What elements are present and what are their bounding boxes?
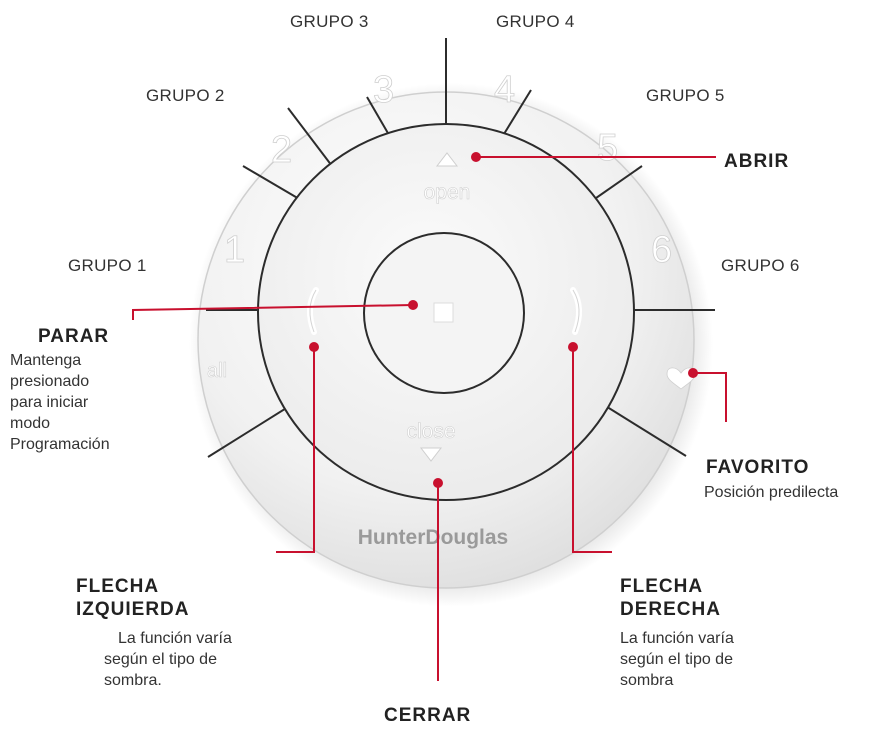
group-button-4[interactable]: 4: [494, 69, 516, 112]
parar-desc-line: modo: [10, 415, 51, 432]
parar-desc-line: Programación: [10, 436, 110, 453]
parar-desc-line: para iniciar: [10, 394, 89, 411]
group-button-1[interactable]: 1: [224, 229, 246, 272]
label-grupo-4: GRUPO 4: [496, 12, 575, 31]
close-arrow-icon[interactable]: [419, 447, 443, 462]
parar-desc-line: presionado: [10, 373, 90, 390]
flecha-derecha-desc-line: según el tipo de: [620, 651, 733, 668]
label-grupo-5: GRUPO 5: [646, 86, 725, 105]
callout-abrir-title: ABRIR: [724, 151, 790, 172]
flecha-izquierda-title-line: IZQUIERDA: [76, 599, 190, 620]
callout-dots: [309, 152, 698, 488]
right-arrow-outline: [572, 289, 580, 333]
callout-flecha-derecha-title: FLECHA DERECHA: [620, 575, 721, 621]
label-grupo-3: GRUPO 3: [290, 12, 369, 31]
callout-cerrar-title: CERRAR: [384, 705, 472, 726]
group-button-3[interactable]: 3: [373, 69, 395, 112]
callout-favorito-desc: Posición predilecta: [704, 484, 839, 501]
flecha-izquierda-title-line: FLECHA: [76, 576, 160, 597]
label-grupo-6: GRUPO 6: [721, 256, 800, 275]
open-arrow-icon[interactable]: [435, 152, 459, 167]
stop-square-icon: [433, 302, 454, 323]
segment-dividers: [206, 38, 715, 458]
close-button-label[interactable]: close: [406, 420, 456, 444]
callout-flecha-izquierda-desc: La función varía según el tipo de sombra…: [104, 628, 232, 691]
callout-favorito-title: FAVORITO: [706, 457, 810, 478]
flecha-derecha-desc-line: La función varía: [620, 630, 734, 647]
all-button[interactable]: all: [207, 360, 228, 383]
callout-flecha-derecha-desc: La función varía según el tipo de sombra: [620, 628, 734, 691]
flecha-izquierda-desc-line: La función varía: [118, 630, 232, 647]
group-buttons: 1 2 3 4 5 6: [224, 69, 673, 272]
group-button-5[interactable]: 5: [597, 127, 619, 170]
parar-desc-line: Mantenga: [10, 352, 82, 369]
group-button-6[interactable]: 6: [651, 229, 673, 272]
flecha-izquierda-desc-line: según el tipo de: [104, 651, 217, 668]
flecha-derecha-title-line: FLECHA: [620, 576, 704, 597]
flecha-izquierda-desc-line: sombra.: [104, 672, 162, 689]
callout-flecha-izquierda-title: FLECHA IZQUIERDA: [76, 575, 190, 621]
label-grupo-2: GRUPO 2: [146, 86, 225, 105]
open-button-label[interactable]: open: [423, 181, 471, 205]
callout-leaders: [132, 156, 727, 681]
left-arrow-outline: [309, 289, 317, 333]
callout-parar-title: PARAR: [38, 326, 110, 347]
callout-parar-desc: Mantenga presionado para iniciar modo Pr…: [10, 350, 110, 455]
label-grupo-1: GRUPO 1: [68, 256, 147, 275]
flecha-derecha-title-line: DERECHA: [620, 599, 721, 620]
group-button-2[interactable]: 2: [271, 129, 293, 172]
flecha-derecha-desc-line: sombra: [620, 672, 674, 689]
brand-logo: HunterDouglas: [358, 526, 509, 549]
